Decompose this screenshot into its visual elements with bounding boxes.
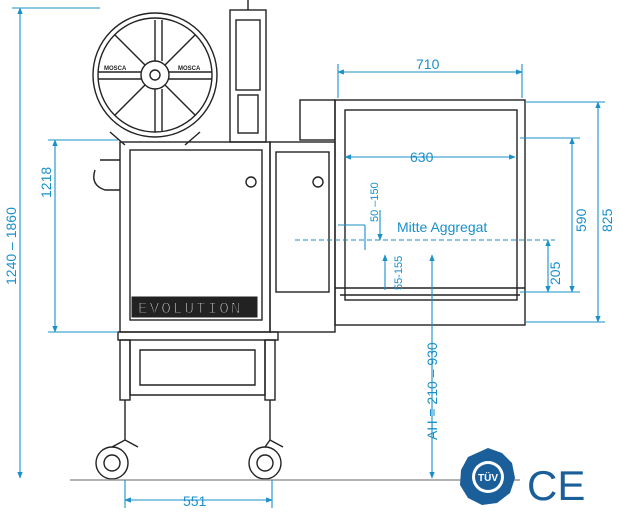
reel-brand-label-2: MOSCA: [104, 66, 127, 72]
dim-inner-height: 590: [573, 208, 589, 232]
ce-mark: CE: [527, 462, 585, 509]
dim-outer-height: 825: [599, 208, 615, 232]
dim-adjust-range: 50 –150: [369, 182, 381, 222]
center-unit-label: Mitte Aggregat: [397, 219, 487, 235]
control-panel: [229, 0, 267, 143]
dim-frame-height: 1218: [38, 167, 54, 198]
dim-top-width: 710: [416, 56, 440, 72]
strap-reel: [92, 12, 218, 138]
dim-working-height: AH = 210 – 930: [424, 342, 440, 440]
stand: [117, 331, 279, 440]
dim-total-height: 1240 – 1860: [3, 207, 19, 285]
reel-brand-label: MOSCA: [178, 66, 201, 72]
machine-housing: [119, 141, 336, 333]
dim-wheelbase: 551: [183, 493, 207, 509]
tuv-logo: TÜV: [460, 448, 515, 505]
tuv-logo-text: TÜV: [478, 471, 498, 484]
dim-lower-height: 205: [547, 261, 563, 285]
dim-inner-width: 630: [410, 149, 434, 165]
dimension-lines: [12, 7, 605, 508]
wheels: [70, 439, 520, 481]
evolution-label: EVOLUTION: [138, 300, 242, 318]
dim-adjust-small: 55-155: [393, 256, 405, 290]
arch-frame: [299, 99, 526, 326]
